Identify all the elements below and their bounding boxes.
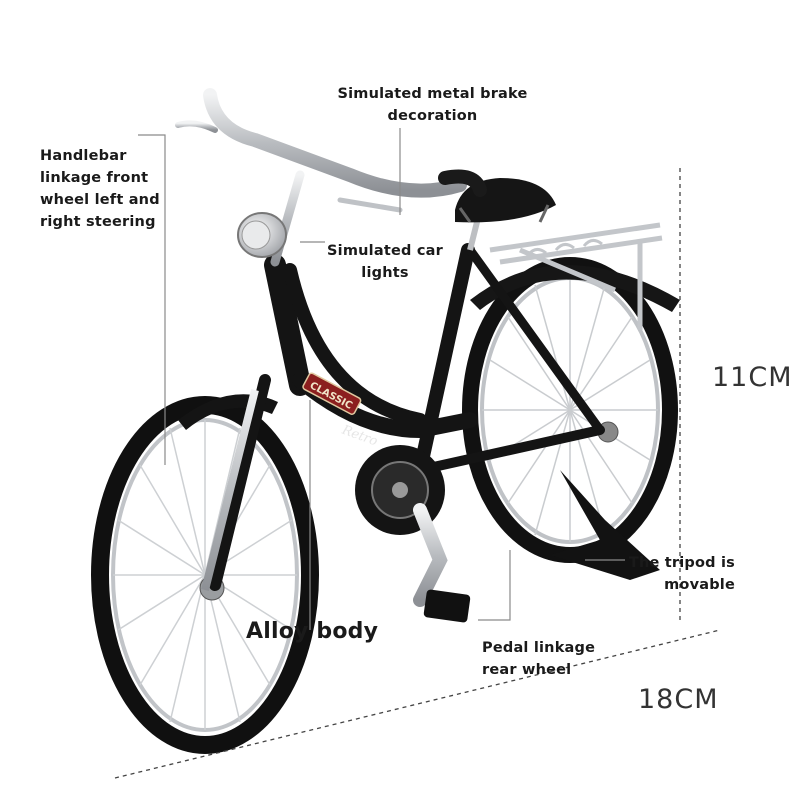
height-dimension: 11CM (712, 362, 793, 393)
dimension-lines (114, 168, 721, 779)
crank-arm (413, 503, 448, 607)
rear-rack (489, 222, 663, 330)
front-fork (201, 389, 259, 591)
annotation-lines (138, 128, 625, 630)
length-dimension: 18CM (638, 684, 719, 715)
tripod-label: The tripod is movable (628, 555, 735, 593)
kickstand (550, 470, 660, 580)
rear-fender (470, 265, 680, 312)
pedal-label: Pedal linkage rear wheel (482, 640, 596, 678)
alloy-body-label: Alloy body (246, 619, 379, 644)
pedal (423, 589, 471, 623)
frame-badge (302, 372, 362, 415)
seat-post (467, 217, 481, 251)
handlebar-label: Handlebar linkage front wheel left and r… (40, 148, 160, 230)
head-lamp (237, 212, 287, 258)
lights-label: Simulated car lights (327, 243, 443, 281)
brake-label: Simulated metal brake decoration (337, 86, 528, 124)
